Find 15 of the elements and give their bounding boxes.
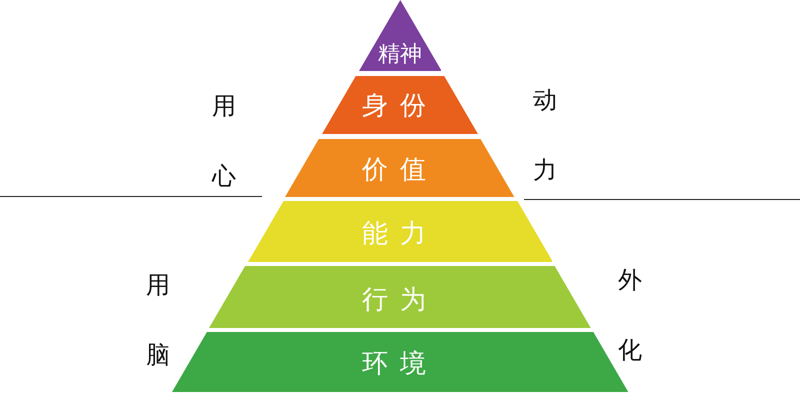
side-label: 用脑 [146, 270, 170, 371]
pyramid-layer [358, 0, 442, 71]
layer-label: 行为 [362, 286, 438, 315]
pyramid-layer [322, 76, 478, 134]
side-label: 外化 [618, 265, 642, 366]
pyramid-layer [285, 139, 515, 197]
pyramid-layer [209, 266, 591, 328]
side-label: 动力 [533, 85, 557, 186]
layer-label: 能力 [362, 220, 438, 249]
layer-label: 精神 [378, 42, 422, 67]
pyramid-layer [248, 201, 552, 262]
layer-label: 身份 [362, 92, 438, 121]
side-label: 用心 [212, 91, 236, 192]
layer-label: 环境 [362, 350, 438, 379]
layer-label: 价值 [362, 156, 438, 185]
